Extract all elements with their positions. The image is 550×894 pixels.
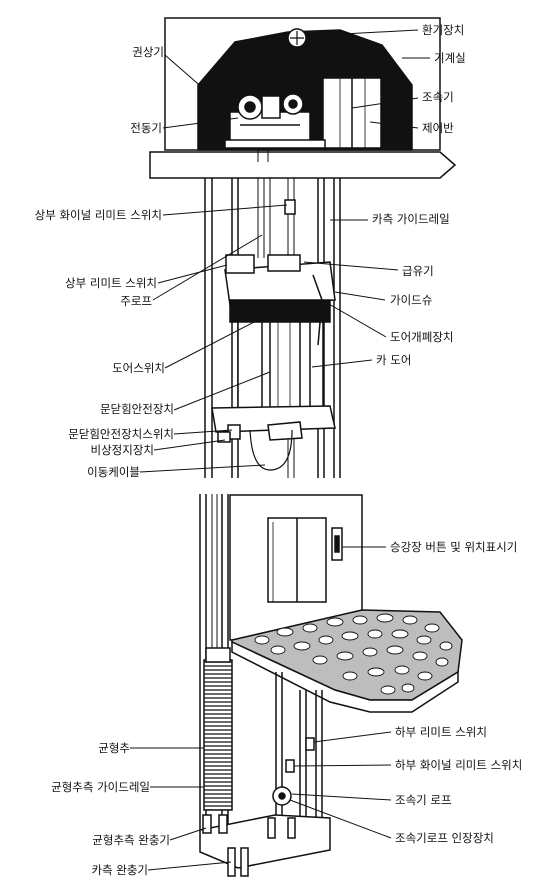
label-hall-button-indicator: 승강장 버튼 및 위치표시기 — [390, 540, 518, 554]
label-motor: 전동기 — [130, 121, 162, 135]
label-cw-guide-rail: 균형추측 가이드레일 — [51, 780, 150, 794]
label-upper-final-limit-switch: 상부 화이널 리미트 스위치 — [34, 208, 162, 222]
label-hoist: 권상기 — [132, 45, 164, 59]
label-governor: 조속기 — [422, 90, 454, 104]
label-machine-room: 기계실 — [434, 51, 466, 65]
label-oiler: 급유기 — [402, 264, 434, 278]
label-governor-tension: 조속기로프 인장장치 — [395, 831, 494, 845]
counterweight-block — [203, 659, 233, 811]
label-car-buffer: 카측 완충기 — [91, 863, 148, 877]
label-car-door: 카 도어 — [376, 353, 412, 367]
label-lower-final-limit-switch: 하부 화이널 리미트 스위치 — [395, 758, 523, 772]
label-door-operator: 도어개폐장치 — [390, 330, 454, 344]
label-counterweight: 균형추 — [98, 741, 130, 755]
hoist-machine — [224, 93, 326, 149]
label-door-switch: 도어스위치 — [112, 361, 165, 375]
leader-lines — [130, 29, 430, 871]
label-door-safety-device: 문닫힘안전장치 — [99, 402, 174, 416]
label-guide-shoe: 가이드슈 — [390, 293, 433, 307]
label-lower-limit-switch: 하부 리미트 스위치 — [395, 725, 487, 739]
label-cw-buffer: 균형추측 완충기 — [92, 833, 170, 847]
label-door-safety-switch: 문닫힘안전장치스위치 — [68, 427, 174, 441]
label-ventilation: 환기장치 — [422, 23, 465, 37]
label-control-panel: 제어반 — [422, 121, 454, 135]
label-main-rope: 주로프 — [120, 294, 152, 308]
label-upper-limit-switch: 상부 리미트 스위치 — [65, 276, 157, 290]
elevator-car — [211, 254, 336, 471]
label-car-guide-rail: 카측 가이드레일 — [372, 212, 450, 226]
label-governor-rope: 조속기 로프 — [395, 793, 452, 807]
machine-room — [149, 17, 457, 179]
label-traveling-cable: 이동케이블 — [87, 465, 140, 479]
lower-hoistway — [199, 494, 463, 877]
label-emergency-stop: 비상정지장치 — [90, 443, 154, 457]
